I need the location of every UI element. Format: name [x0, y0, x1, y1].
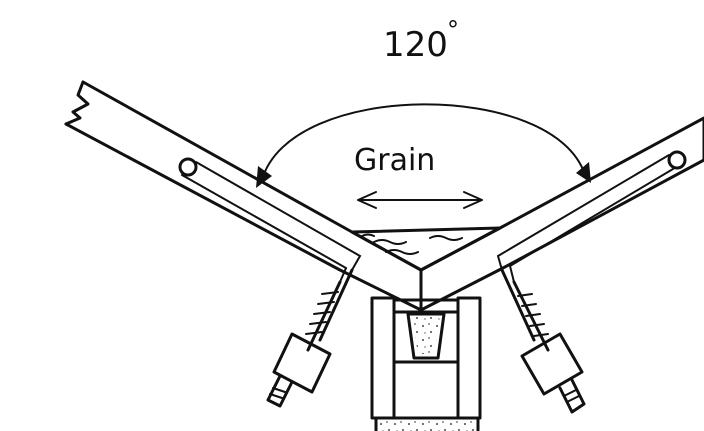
grain-arrow-icon: [357, 191, 483, 209]
left-clamp: [178, 157, 362, 408]
angle-arrowhead-left: [256, 166, 272, 188]
grain-label: Grain: [354, 143, 435, 178]
specimen-top-face: [350, 226, 502, 312]
angle-arc: [256, 103, 591, 188]
angle-arrowhead-right: [576, 162, 591, 183]
right-plate: [419, 116, 704, 312]
angle-label: 120: [383, 25, 448, 65]
right-clamp: [496, 150, 687, 414]
degree-symbol: °: [447, 16, 459, 44]
die-holder: [370, 296, 482, 431]
